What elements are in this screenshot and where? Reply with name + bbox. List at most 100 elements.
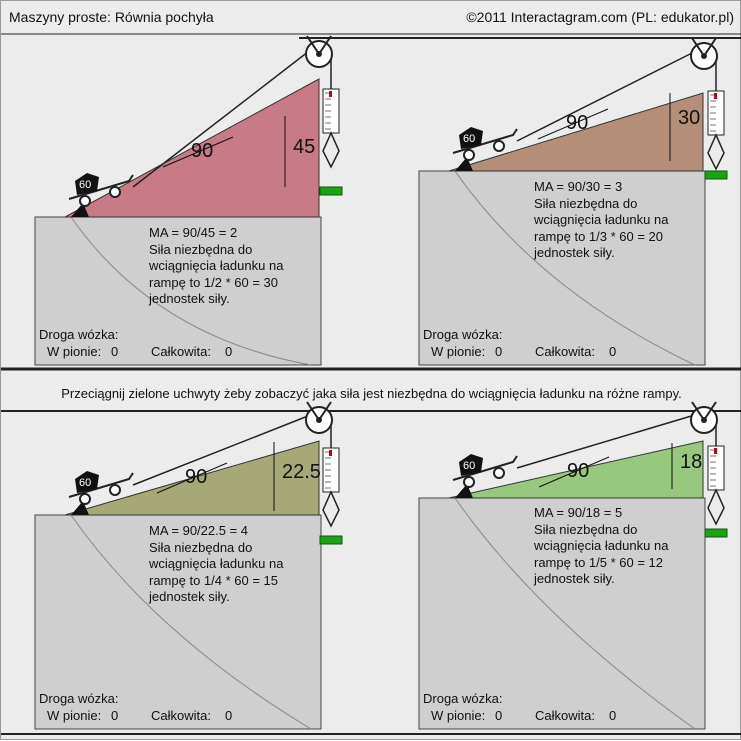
length-label: 90 — [191, 140, 214, 162]
ma-formula: MA = 90/22.5 = 4 — [149, 523, 249, 538]
copyright-text: ©2011 Interactagram.com (PL: edukator.pl… — [466, 9, 734, 25]
height-label: 45 — [293, 136, 316, 158]
ramp-triangle — [448, 92, 704, 172]
explanation-line-4: jednostek siły. — [534, 245, 615, 260]
pulley-icon — [305, 35, 333, 68]
explanation-line-3: rampę to 1/3 * 60 = 20 — [534, 228, 664, 244]
weight-label: 60 — [79, 179, 91, 191]
explanation-line-3: rampę to 1/2 * 60 = 30 — [149, 274, 279, 290]
total-label: Całkowita: — [151, 708, 211, 723]
length-label: 90 — [566, 112, 589, 134]
explanation-line-1: Siła niezbędna do — [149, 241, 253, 257]
cart-wheel — [79, 195, 91, 207]
total-value: 0 — [609, 708, 617, 723]
total-value: 0 — [225, 708, 233, 723]
vertical-value: 0 — [495, 708, 503, 723]
explanation-line-1: Siła niezbędna do — [534, 521, 638, 537]
explanation-line-1: Siła niezbędna do — [149, 539, 253, 555]
drag-handle-icon[interactable] — [319, 535, 343, 545]
pulley-bracket — [306, 401, 332, 422]
incline-panel-4: 60 — [418, 401, 728, 730]
weight-block — [75, 471, 99, 493]
vertical-value: 0 — [111, 344, 119, 359]
cart-icon — [452, 128, 518, 161]
height-label: 22.5 — [282, 461, 321, 483]
total-label: Całkowita: — [535, 344, 595, 359]
support-block — [418, 170, 706, 366]
explanation-line-3: rampę to 1/4 * 60 = 15 — [149, 572, 279, 588]
cart-icon — [68, 472, 134, 505]
vertical-value: 0 — [495, 344, 503, 359]
drag-handle-icon[interactable] — [704, 170, 728, 180]
pulley-bracket — [691, 37, 717, 58]
cart-icon — [452, 455, 518, 488]
explanation-line-2: wciągnięcia ładunku na — [534, 538, 669, 553]
pulley-icon — [690, 37, 718, 70]
drag-handle-icon[interactable] — [319, 186, 343, 196]
scale-hook — [707, 488, 725, 526]
weight-60-icon: 60 — [459, 454, 483, 476]
height-label: 18 — [680, 451, 703, 473]
vertical-label: W pionie: — [431, 344, 486, 359]
vertical-value: 0 — [111, 708, 119, 723]
ma-formula: MA = 90/45 = 2 — [149, 225, 238, 240]
incline-panel-1: 60 — [34, 35, 343, 366]
instruction-text: Przeciągnij zielone uchwyty żeby zobaczy… — [61, 386, 682, 401]
weight-block — [459, 127, 483, 149]
explanation-line-4: jednostek siły. — [149, 589, 230, 604]
length-arrow — [537, 108, 609, 140]
weight-60-icon: 60 — [459, 127, 483, 149]
length-label: 90 — [185, 466, 208, 488]
ma-formula: MA = 90/18 = 5 — [534, 505, 623, 520]
rope — [132, 413, 314, 486]
explanation-line-1: Siła niezbędna do — [534, 195, 638, 211]
spring-scale-icon — [707, 445, 725, 526]
scale-pointer — [329, 91, 332, 97]
ma-formula: MA = 90/30 = 3 — [534, 179, 623, 194]
total-value: 0 — [225, 344, 233, 359]
weight-block — [75, 173, 99, 195]
cart-path-label: Droga wózka: — [39, 327, 119, 342]
cart-body — [68, 174, 134, 200]
weight-label: 60 — [463, 460, 475, 472]
scale-pointer — [714, 448, 717, 454]
weight-60-icon: 60 — [75, 471, 99, 493]
cart-path-arc — [454, 170, 696, 366]
scale-hook — [707, 133, 725, 171]
weight-label: 60 — [79, 477, 91, 489]
length-arrow — [156, 462, 228, 494]
cart-wheel — [79, 493, 91, 505]
header-bar: Maszyny proste: Równia pochyła ©2011 Int… — [1, 1, 740, 34]
rope — [516, 413, 699, 469]
rope — [132, 47, 314, 188]
pulley-icon — [305, 401, 333, 434]
support-block — [34, 216, 322, 366]
weight-label: 60 — [463, 133, 475, 145]
vertical-label: W pionie: — [47, 344, 102, 359]
cart-wheel — [109, 484, 121, 496]
total-label: Całkowita: — [535, 708, 595, 723]
explanation-line-2: wciągnięcia ładunku na — [149, 258, 284, 273]
length-label: 90 — [567, 460, 590, 482]
cart-path-arc — [70, 216, 312, 366]
weight-60-icon: 60 — [75, 173, 99, 195]
explanation-line-4: jednostek siły. — [149, 291, 230, 306]
cart-body — [452, 455, 518, 481]
vertical-label: W pionie: — [431, 708, 486, 723]
explanation-line-3: rampę to 1/5 * 60 = 12 — [534, 554, 664, 570]
explanation-line-2: wciągnięcia ładunku na — [149, 556, 284, 571]
pulley-icon — [690, 401, 718, 434]
support-block — [418, 497, 706, 730]
drag-handle-icon[interactable] — [704, 528, 728, 538]
total-value: 0 — [609, 344, 617, 359]
incline-panel-2: 60 — [418, 37, 728, 366]
cart-path-label: Droga wózka: — [423, 691, 503, 706]
vertical-label: W pionie: — [47, 708, 102, 723]
scale-hook — [322, 131, 340, 169]
cart-path-label: Droga wózka: — [39, 691, 119, 706]
cart-path-arc — [70, 514, 312, 730]
page-title: Maszyny proste: Równia pochyła — [9, 9, 214, 25]
pulley-bracket — [691, 401, 717, 422]
